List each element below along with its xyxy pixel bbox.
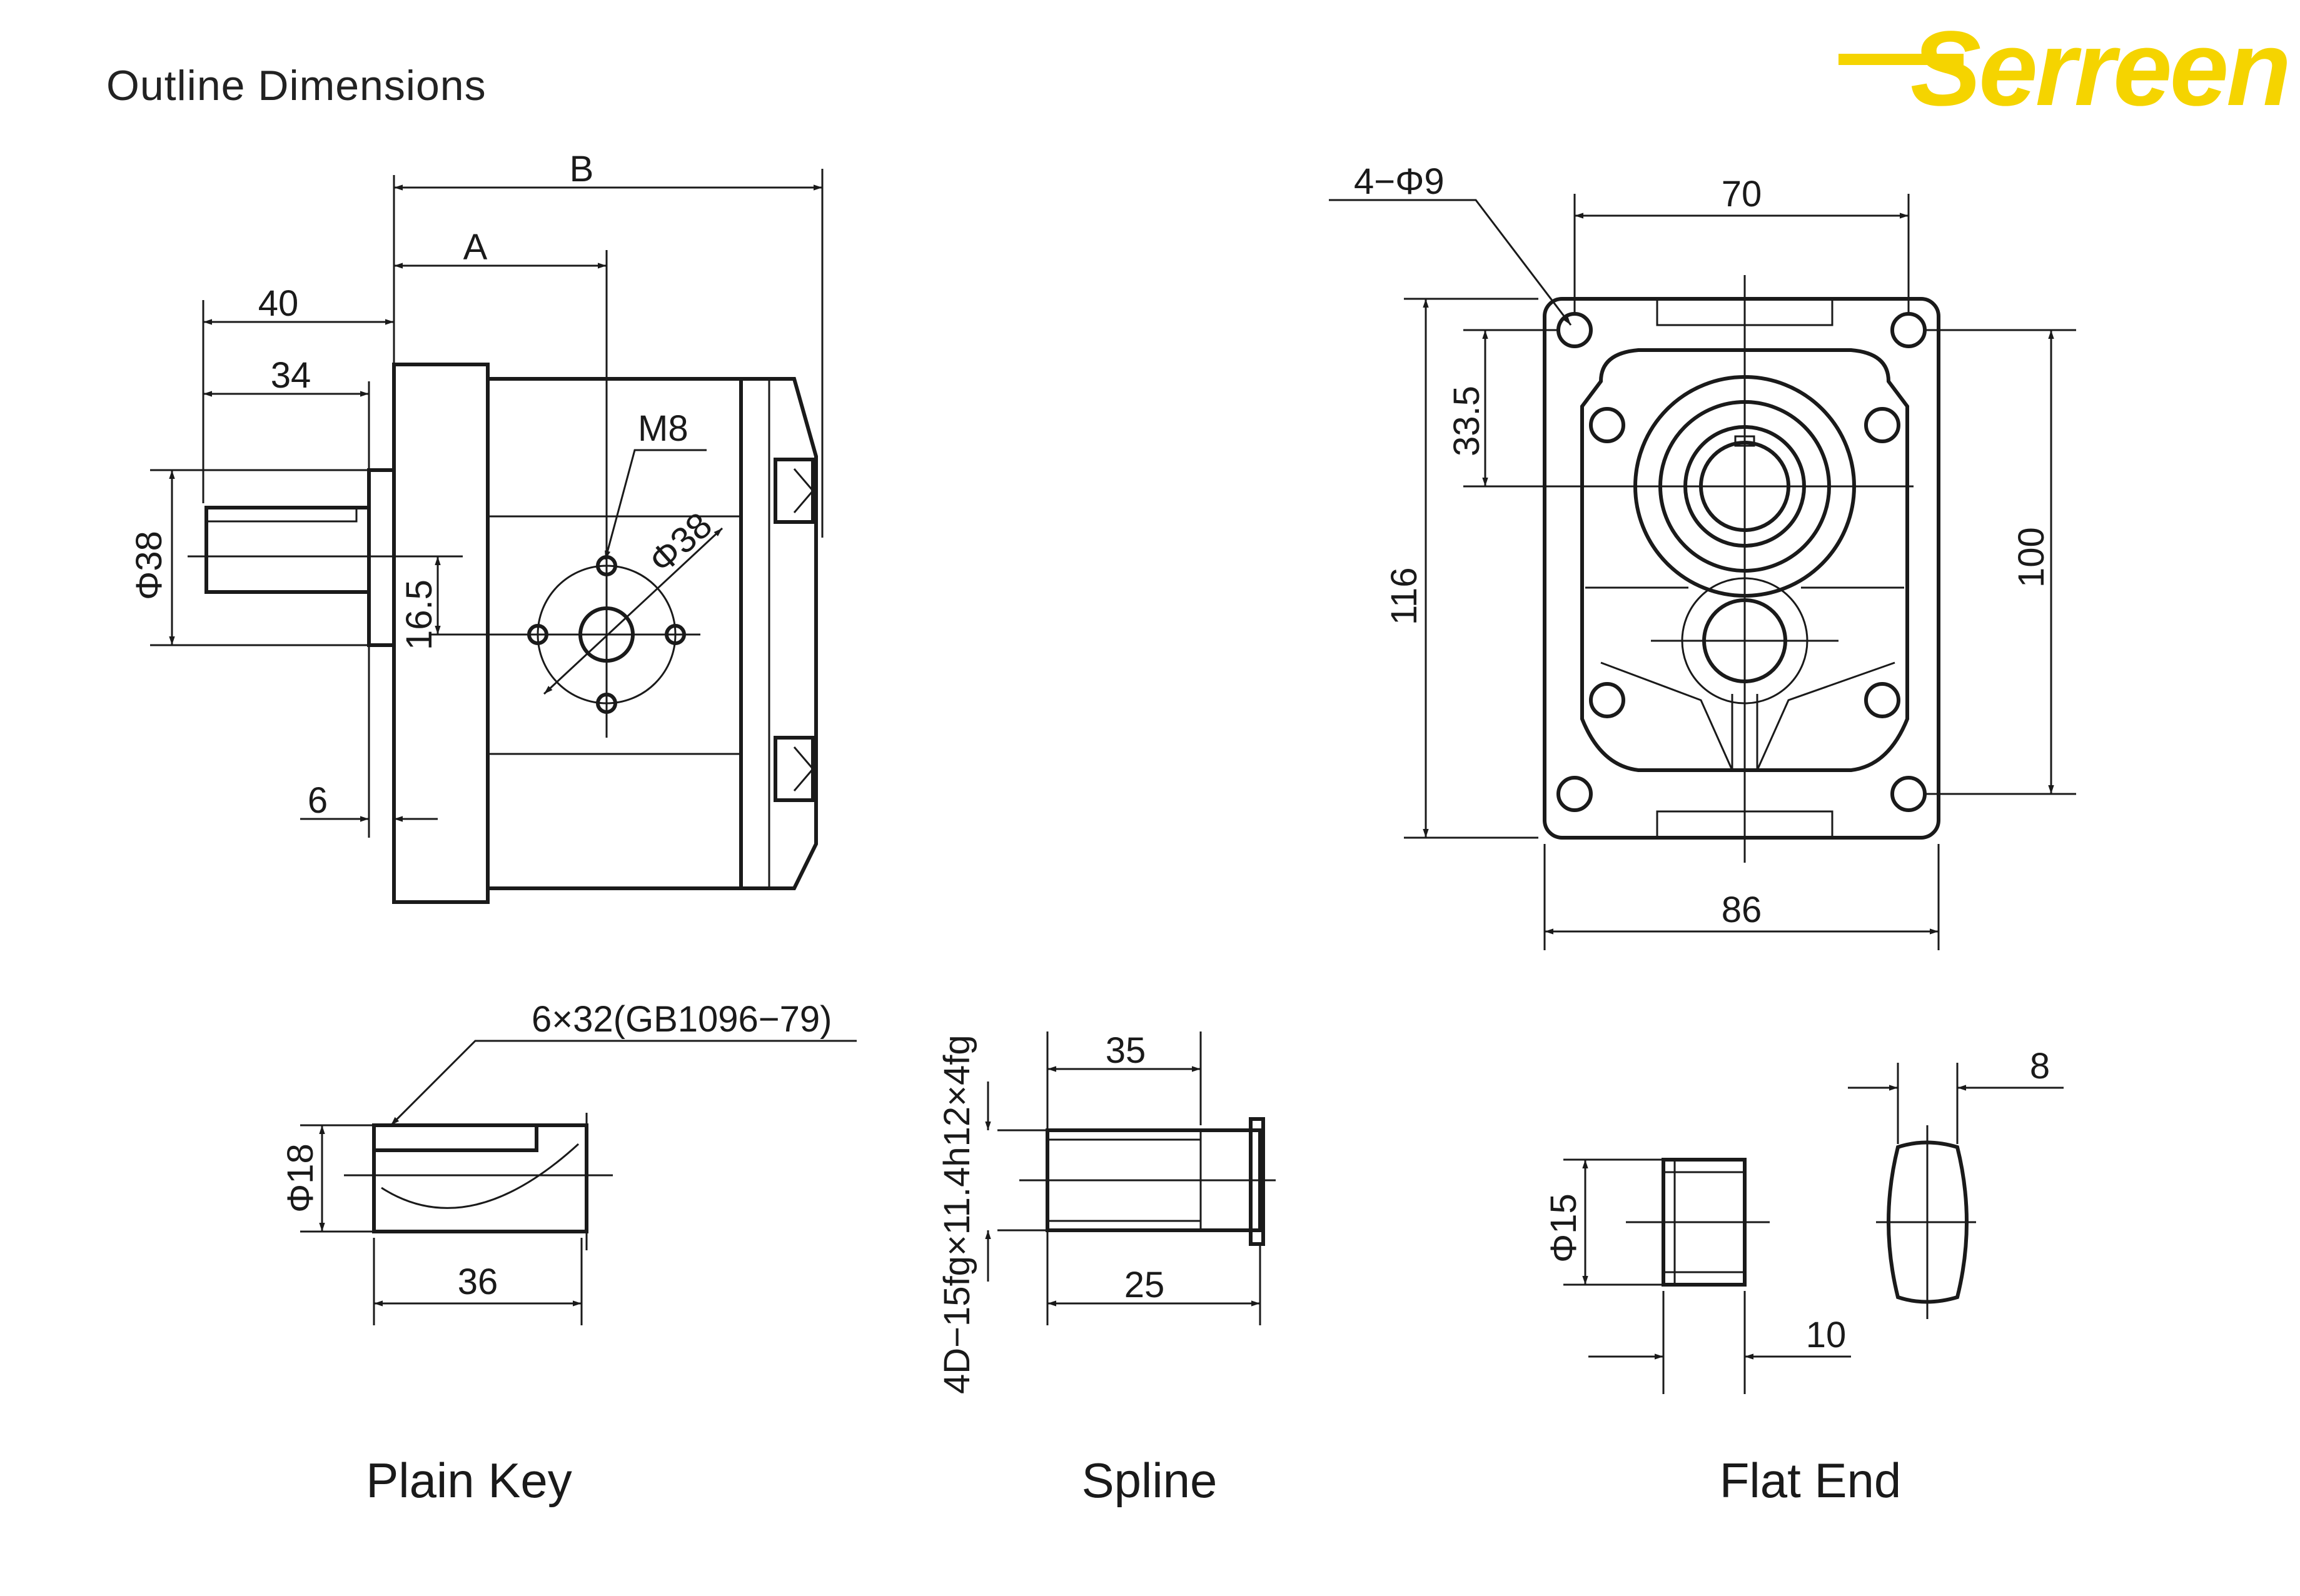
logo-speed-bar — [1838, 54, 1964, 65]
flat-end-profile — [1887, 1140, 1969, 1304]
shaft — [204, 506, 371, 594]
hole-spacing-h-label: 70 — [1722, 174, 1762, 214]
logo-text: Serreen — [1910, 9, 2289, 128]
key-length-label: 36 — [458, 1262, 498, 1302]
height-label: 116 — [1384, 568, 1425, 625]
flat-end-detail: 8 Φ15 10 Flat End — [1543, 1046, 2064, 1508]
plain-key-caption: Plain Key — [366, 1453, 572, 1508]
spline-length-35-label: 35 — [1106, 1030, 1146, 1071]
spline-detail: 35 25 4D−15fg×11.4h12×4fg Spline — [937, 1030, 1276, 1508]
spline-length-25-label: 25 — [1124, 1265, 1165, 1305]
flat-end-caption: Flat End — [1720, 1453, 1901, 1508]
body-outline — [1580, 348, 1909, 772]
width-label: 86 — [1722, 890, 1762, 930]
spline-caption: Spline — [1082, 1453, 1218, 1508]
screw-hole — [1589, 407, 1625, 443]
key — [372, 1123, 538, 1152]
mount-flange — [1543, 297, 1940, 840]
port-thread-label: M8 — [638, 408, 688, 449]
brand-logo: Serreen — [1838, 9, 2291, 128]
key-shaft — [372, 1123, 588, 1233]
offset-label: 16.5 — [399, 580, 440, 650]
rear-cover — [739, 377, 818, 890]
mount-hole — [1890, 312, 1927, 348]
dim-40-label: 40 — [258, 283, 299, 324]
spline-spec-label: 4D−15fg×11.4h12×4fg — [937, 1035, 977, 1394]
page-title: Outline Dimensions — [106, 62, 487, 109]
key-diameter-label: Φ18 — [280, 1143, 321, 1213]
dim-34-label: 34 — [271, 355, 311, 396]
flat-length-label: 10 — [1806, 1315, 1847, 1355]
mount-hole — [1556, 312, 1593, 348]
hole-offset-v-label: 33.5 — [1446, 386, 1487, 456]
mount-hole — [1890, 776, 1927, 812]
screw-hole — [1589, 682, 1625, 718]
shaft-dia-label: Φ38 — [129, 531, 169, 600]
pilot — [367, 468, 396, 647]
side-view: B A 40 34 M8 Φ38 Φ38 16.5 6 — [129, 149, 824, 904]
hole-spacing-v-label: 100 — [2011, 527, 2052, 588]
key-spec-label: 6×32(GB1096−79) — [532, 999, 832, 1040]
spline-shoulder — [1249, 1117, 1265, 1246]
screw-hole — [1864, 407, 1900, 443]
mount-holes-label: 4−Φ9 — [1354, 161, 1445, 202]
plain-key-detail: 6×32(GB1096−79) Φ18 36 Plain Key — [280, 999, 857, 1508]
pilot-depth-label: 6 — [308, 780, 328, 821]
front-view: 4−Φ9 70 33.5 116 100 86 — [1329, 161, 2076, 950]
dim-b-label: B — [570, 149, 594, 189]
screw-hole — [1864, 682, 1900, 718]
flat-width-label: 8 — [2030, 1046, 2050, 1087]
mount-hole — [1556, 776, 1593, 812]
flat-diameter-label: Φ15 — [1543, 1193, 1584, 1263]
dim-a-label: A — [463, 227, 488, 268]
shaft-key — [205, 506, 358, 523]
